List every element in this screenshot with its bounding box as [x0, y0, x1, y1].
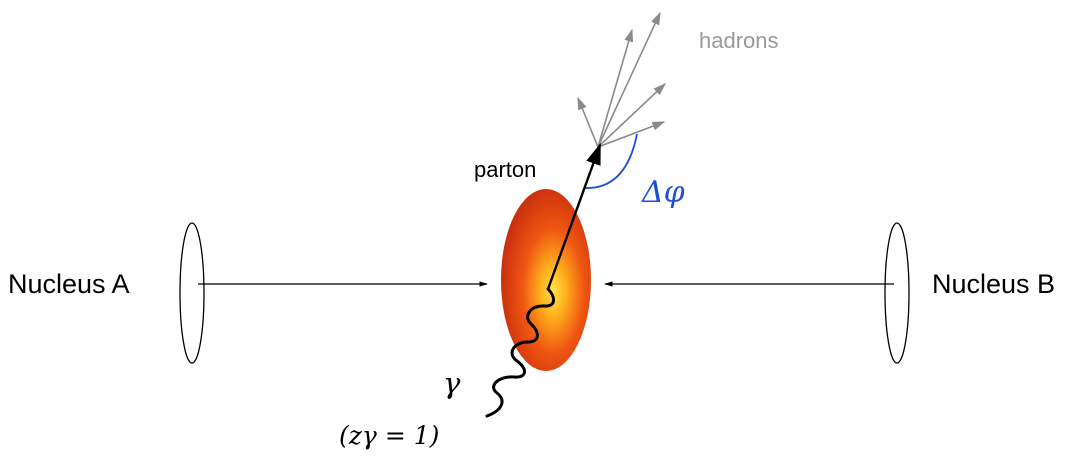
z-gamma-label: (zγ = 1): [339, 421, 439, 450]
hadron-arrow: [598, 30, 632, 147]
delta-phi-label: Δφ: [641, 175, 685, 210]
hadrons-label: hadrons: [699, 28, 779, 53]
nucleus-b-disk: [885, 223, 909, 363]
gamma-label: γ: [443, 366, 461, 400]
hadron-arrow: [578, 98, 598, 147]
parton-label: parton: [474, 157, 536, 182]
nucleus-a-disk: [180, 223, 204, 363]
nucleus-a-label: Nucleus A: [8, 269, 130, 299]
hadron-arrow: [598, 84, 665, 147]
nucleus-b-label: Nucleus B: [932, 269, 1055, 299]
interaction-blob: [501, 189, 591, 371]
hadron-spray: [578, 13, 665, 147]
